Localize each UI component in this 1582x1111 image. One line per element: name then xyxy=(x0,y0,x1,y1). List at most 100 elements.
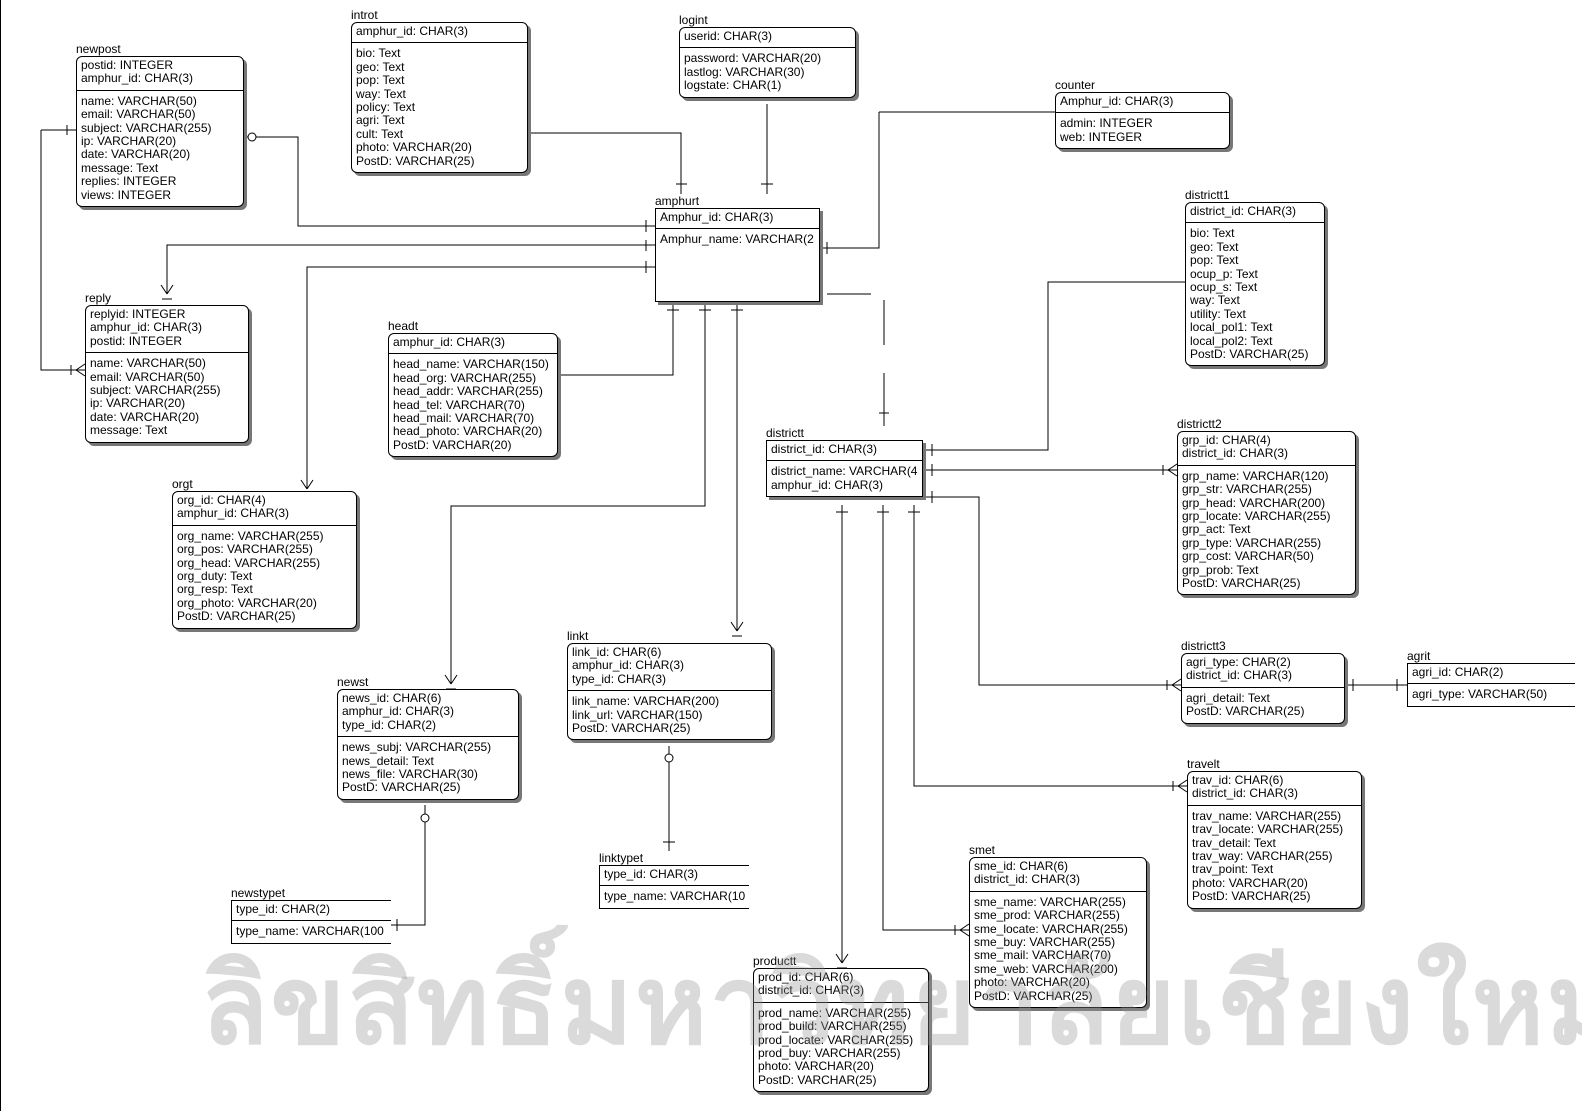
attribute-field: news_subj: VARCHAR(255) xyxy=(342,740,492,755)
attribute-field: org_resp: Text xyxy=(177,582,253,597)
pk-field: replyid: INTEGER xyxy=(90,307,186,321)
attribute-field: name: VARCHAR(50) xyxy=(90,356,206,371)
entity-name: orgt xyxy=(172,477,193,491)
entity-districtt1[interactable]: districtt1 district_id: CHAR(3) bio: Tex… xyxy=(1185,188,1325,367)
relationship-line xyxy=(923,281,1185,451)
primary-key-section: postid: INTEGER amphur_id: CHAR(3) xyxy=(77,57,243,91)
attribute-field: cult: Text xyxy=(356,126,404,141)
attribute-field: trav_point: Text xyxy=(1192,862,1274,877)
attribute-field: trav_detail: Text xyxy=(1192,835,1276,850)
entity-box: news_id: CHAR(6) amphur_id: CHAR(3) type… xyxy=(337,689,519,800)
pk-field: district_id: CHAR(3) xyxy=(771,442,878,456)
entity-reply[interactable]: reply replyid: INTEGER amphur_id: CHAR(3… xyxy=(85,291,249,443)
attribute-field: PostD: VARCHAR(25) xyxy=(342,780,461,795)
primary-key-section: Amphur_id: CHAR(3) xyxy=(1056,93,1229,114)
attribute-field: PostD: VARCHAR(20) xyxy=(393,437,512,452)
pk-field: district_id: CHAR(3) xyxy=(1190,204,1297,218)
attribute-field: grp_name: VARCHAR(120) xyxy=(1182,468,1329,483)
attribute-field: lastlog: VARCHAR(30) xyxy=(684,64,805,79)
pk-field: type_id: CHAR(2) xyxy=(342,717,437,732)
attribute-section: password: VARCHAR(20) lastlog: VARCHAR(3… xyxy=(680,48,855,96)
entity-districtt2[interactable]: districtt2 grp_id: CHAR(4) district_id: … xyxy=(1177,417,1356,596)
relationship-line xyxy=(306,266,655,480)
pk-field: link_id: CHAR(6) xyxy=(572,645,662,659)
attribute-field: utility: Text xyxy=(1190,306,1246,321)
pk-field: district_id: CHAR(3) xyxy=(758,983,865,998)
attribute-field: link_name: VARCHAR(200) xyxy=(572,694,720,709)
attribute-field: photo: VARCHAR(20) xyxy=(356,140,472,155)
entity-productt[interactable]: productt prod_id: CHAR(6) district_id: C… xyxy=(753,954,929,1093)
entity-box: link_id: CHAR(6) amphur_id: CHAR(3) type… xyxy=(567,643,772,741)
primary-key-section: grp_id: CHAR(4) district_id: CHAR(3) xyxy=(1178,432,1355,466)
crows-foot-icon xyxy=(954,923,970,937)
entity-districtt3[interactable]: districtt3 agri_type: CHAR(2) district_i… xyxy=(1181,639,1345,724)
primary-key-section: sme_id: CHAR(6) district_id: CHAR(3) xyxy=(970,858,1146,892)
attribute-field: head_name: VARCHAR(150) xyxy=(393,357,549,372)
attribute-field: org_pos: VARCHAR(255) xyxy=(177,542,313,557)
entity-headt[interactable]: headt amphur_id: CHAR(3) head_name: VARC… xyxy=(388,319,558,458)
attribute-section: head_name: VARCHAR(150) head_org: VARCHA… xyxy=(389,354,557,456)
attribute-field: org_head: VARCHAR(255) xyxy=(177,555,321,570)
attribute-field: PostD: VARCHAR(25) xyxy=(1192,889,1311,904)
entity-newpost[interactable]: newpost postid: INTEGER amphur_id: CHAR(… xyxy=(76,42,244,208)
relationship-line xyxy=(528,132,682,194)
entity-name: newpost xyxy=(76,42,121,56)
attribute-field: sme_prod: VARCHAR(255) xyxy=(974,908,1120,923)
pk-field: amphur_id: CHAR(3) xyxy=(90,320,203,335)
attribute-section: name: VARCHAR(50) email: VARCHAR(50) sub… xyxy=(86,353,248,441)
entity-linktypet[interactable]: linktypet type_id: CHAR(3) type_name: VA… xyxy=(599,851,749,909)
entity-smet[interactable]: smet sme_id: CHAR(6) district_id: CHAR(3… xyxy=(969,843,1147,1009)
attribute-field: bio: Text xyxy=(356,46,401,61)
entity-logint[interactable]: logint userid: CHAR(3) password: VARCHAR… xyxy=(679,13,856,98)
entity-box: agri_id: CHAR(2) agri_type: VARCHAR(50) xyxy=(1407,663,1575,707)
attribute-section: district_name: VARCHAR(4 amphur_id: CHAR… xyxy=(767,461,922,496)
attribute-field: ip: VARCHAR(20) xyxy=(90,396,186,411)
primary-key-section: org_id: CHAR(4) amphur_id: CHAR(3) xyxy=(173,492,356,526)
attribute-field: head_mail: VARCHAR(70) xyxy=(393,411,535,426)
entity-newstypet[interactable]: newstypet type_id: CHAR(2) type_name: VA… xyxy=(231,886,391,944)
attribute-field: district_name: VARCHAR(4 xyxy=(771,464,918,479)
entity-name: agrit xyxy=(1407,649,1431,663)
entity-introt[interactable]: introt amphur_id: CHAR(3) bio: Text geo:… xyxy=(351,8,528,174)
primary-key-section: amphur_id: CHAR(3) xyxy=(352,23,527,44)
attribute-field: PostD: VARCHAR(25) xyxy=(1186,704,1305,719)
attribute-field: org_photo: VARCHAR(20) xyxy=(177,595,317,610)
entity-box: Amphur_id: CHAR(3) admin: INTEGER web: I… xyxy=(1055,92,1230,150)
attribute-field: PostD: VARCHAR(25) xyxy=(1182,576,1301,591)
entity-linkt[interactable]: linkt link_id: CHAR(6) amphur_id: CHAR(3… xyxy=(567,629,772,741)
entity-agrit[interactable]: agrit agri_id: CHAR(2) agri_type: VARCHA… xyxy=(1407,649,1575,707)
entity-name: smet xyxy=(969,843,996,857)
pk-field: Amphur_id: CHAR(3) xyxy=(660,210,774,224)
pk-field: amphur_id: CHAR(3) xyxy=(81,71,194,86)
entity-amphurt[interactable]: amphurt Amphur_id: CHAR(3) Amphur_name: … xyxy=(655,194,820,302)
attribute-field: head_org: VARCHAR(255) xyxy=(393,370,537,385)
attribute-field: password: VARCHAR(20) xyxy=(684,51,822,66)
attribute-field: date: VARCHAR(20) xyxy=(81,147,191,162)
entity-box: district_id: CHAR(3) district_name: VARC… xyxy=(766,440,923,498)
entity-name: headt xyxy=(388,319,419,333)
attribute-field: trav_way: VARCHAR(255) xyxy=(1192,849,1333,864)
attribute-field: message: Text xyxy=(81,160,159,175)
entity-newst[interactable]: newst news_id: CHAR(6) amphur_id: CHAR(3… xyxy=(337,675,519,800)
attribute-section: agri_type: VARCHAR(50) xyxy=(1408,684,1575,705)
attribute-field: geo: Text xyxy=(1190,239,1239,254)
entity-name: districtt2 xyxy=(1177,417,1222,431)
attribute-field: prod_locate: VARCHAR(255) xyxy=(758,1032,914,1047)
entity-name: districtt3 xyxy=(1181,639,1226,653)
entity-travelt[interactable]: travelt trav_id: CHAR(6) district_id: CH… xyxy=(1187,757,1362,909)
entity-districtt[interactable]: districtt district_id: CHAR(3) district_… xyxy=(766,426,923,498)
entity-counter[interactable]: counter Amphur_id: CHAR(3) admin: INTEGE… xyxy=(1055,78,1230,150)
crows-foot-icon xyxy=(1162,463,1178,477)
attribute-field: trav_name: VARCHAR(255) xyxy=(1192,808,1342,823)
attribute-field: policy: Text xyxy=(356,100,416,115)
pk-field: grp_id: CHAR(4) xyxy=(1182,433,1271,447)
pk-field: sme_id: CHAR(6) xyxy=(974,859,1069,873)
attribute-field: type_name: VARCHAR(10 xyxy=(604,889,746,904)
primary-key-section: Amphur_id: CHAR(3) xyxy=(656,209,819,230)
entity-orgt[interactable]: orgt org_id: CHAR(4) amphur_id: CHAR(3) … xyxy=(172,477,357,629)
entity-box: sme_id: CHAR(6) district_id: CHAR(3) sme… xyxy=(969,857,1147,1009)
attribute-field: head_photo: VARCHAR(20) xyxy=(393,424,543,439)
attribute-field: subject: VARCHAR(255) xyxy=(81,120,212,135)
entity-name: linktypet xyxy=(599,851,644,865)
